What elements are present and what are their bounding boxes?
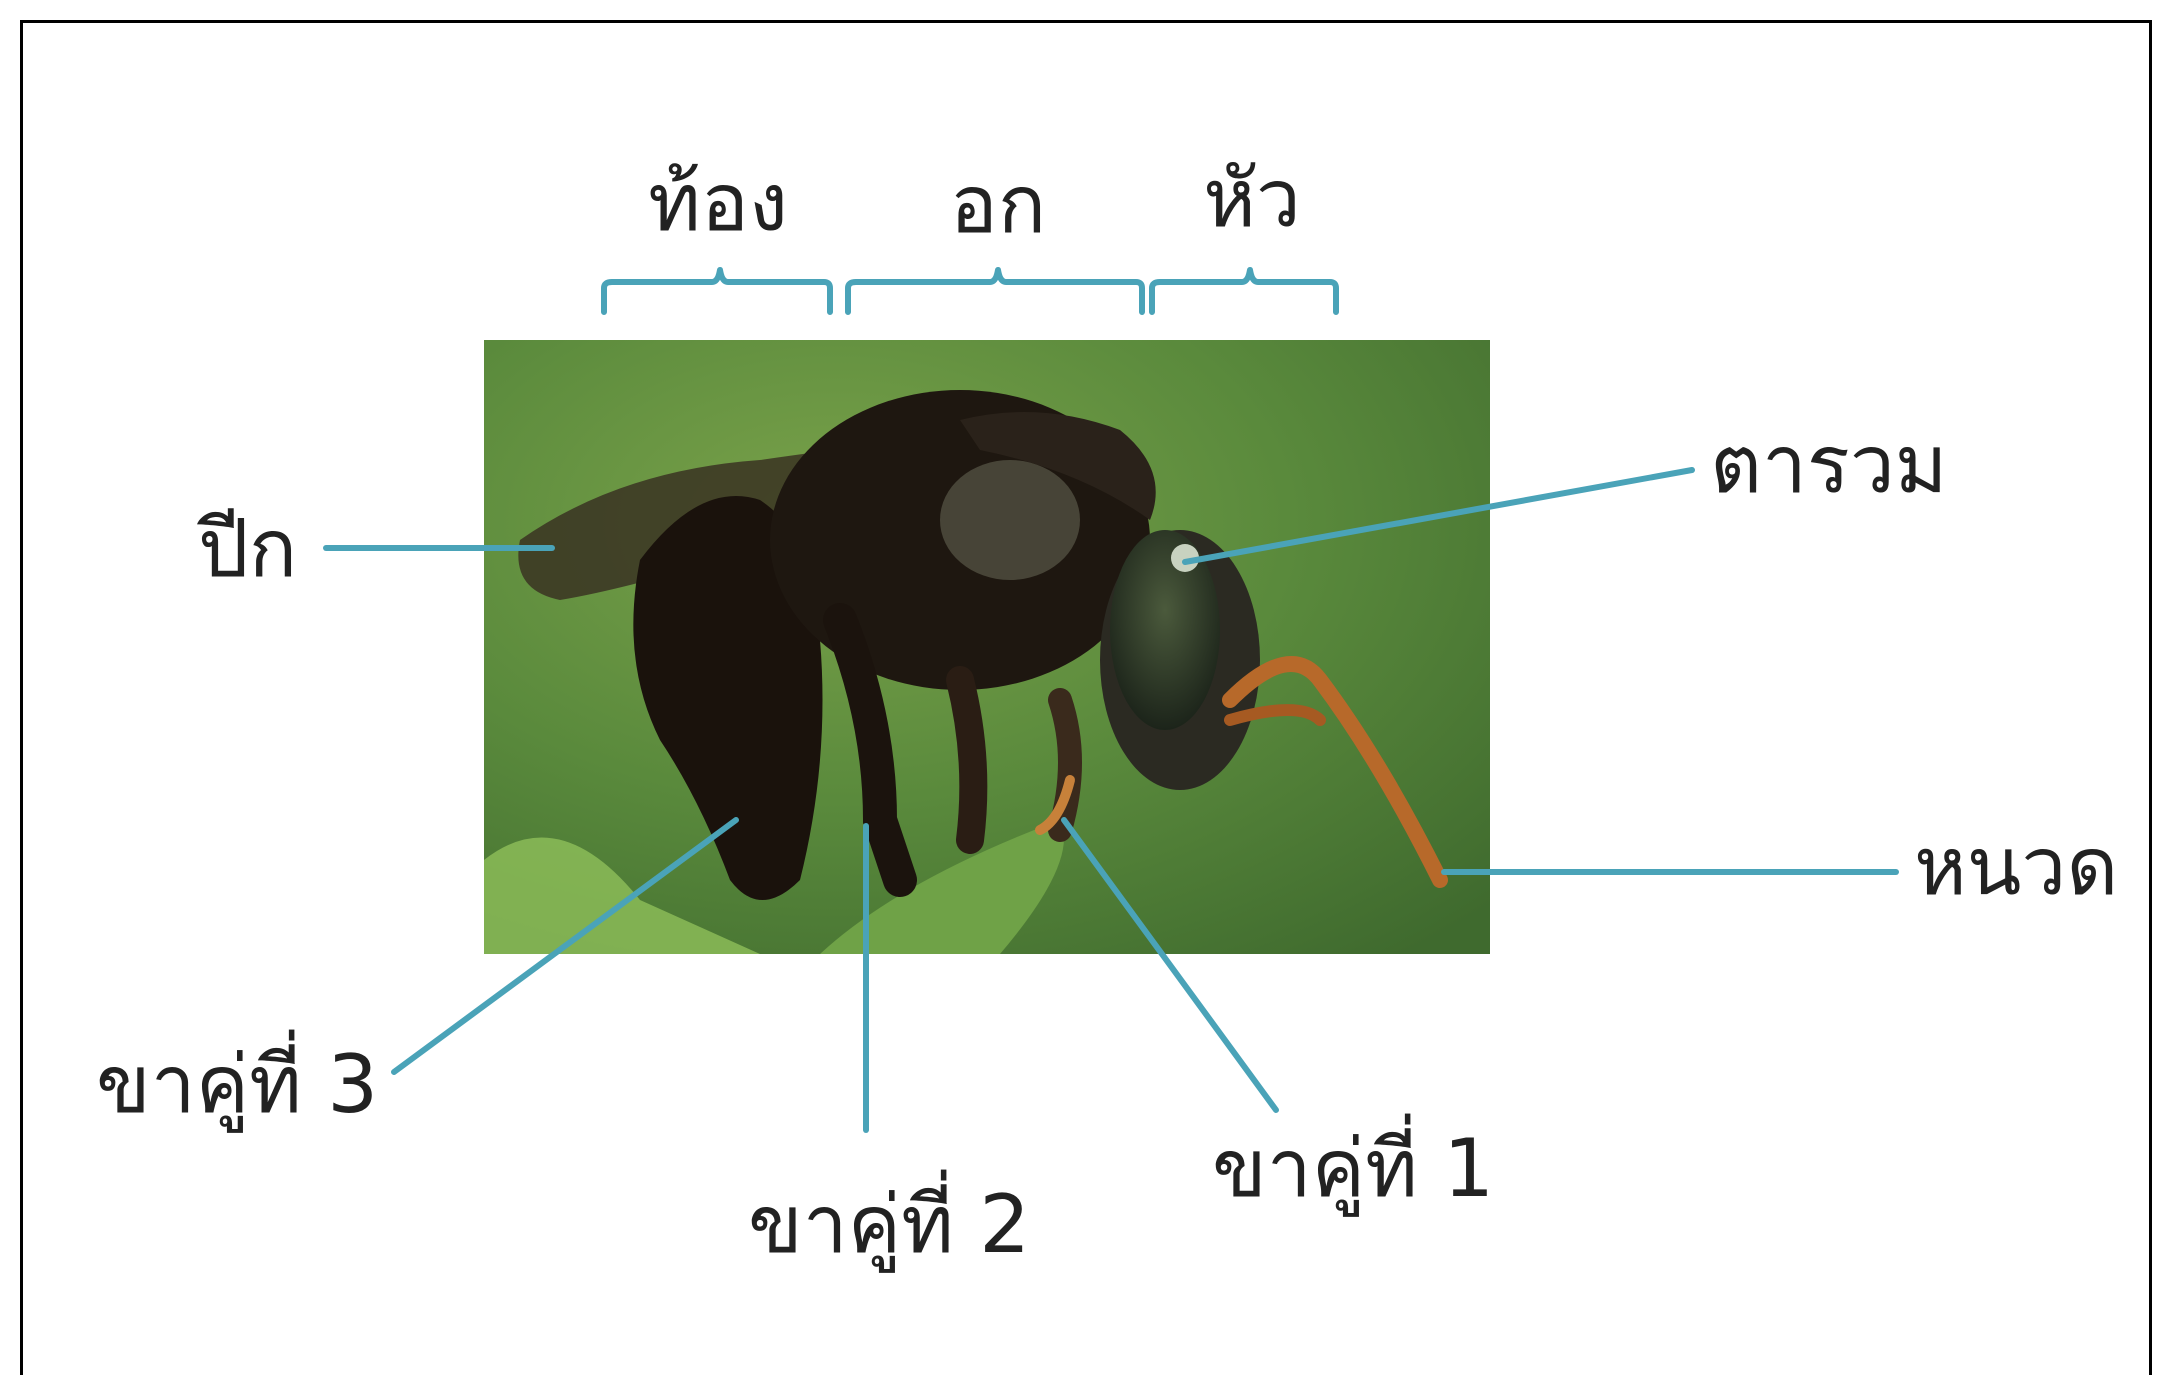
bee-photo (484, 340, 1490, 954)
brace-thorax (848, 270, 1142, 312)
brace-head (1152, 270, 1336, 312)
label-wing: ปีก (197, 502, 297, 595)
label-leg-pair-1: ขาคู่ที่ 1 (1212, 1114, 1494, 1217)
label-thorax: อก (950, 158, 1046, 251)
label-antenna: หนวด (1914, 820, 2118, 913)
label-leg-pair-2: ขาคู่ที่ 2 (748, 1170, 1030, 1273)
label-abdomen: ท้อง (648, 156, 788, 249)
label-head: หัว (1203, 152, 1301, 245)
label-leg-pair-3: ขาคู่ที่ 3 (96, 1030, 378, 1133)
brace-abdomen (604, 270, 830, 312)
label-compound-eye: ตารวม (1710, 418, 1948, 511)
